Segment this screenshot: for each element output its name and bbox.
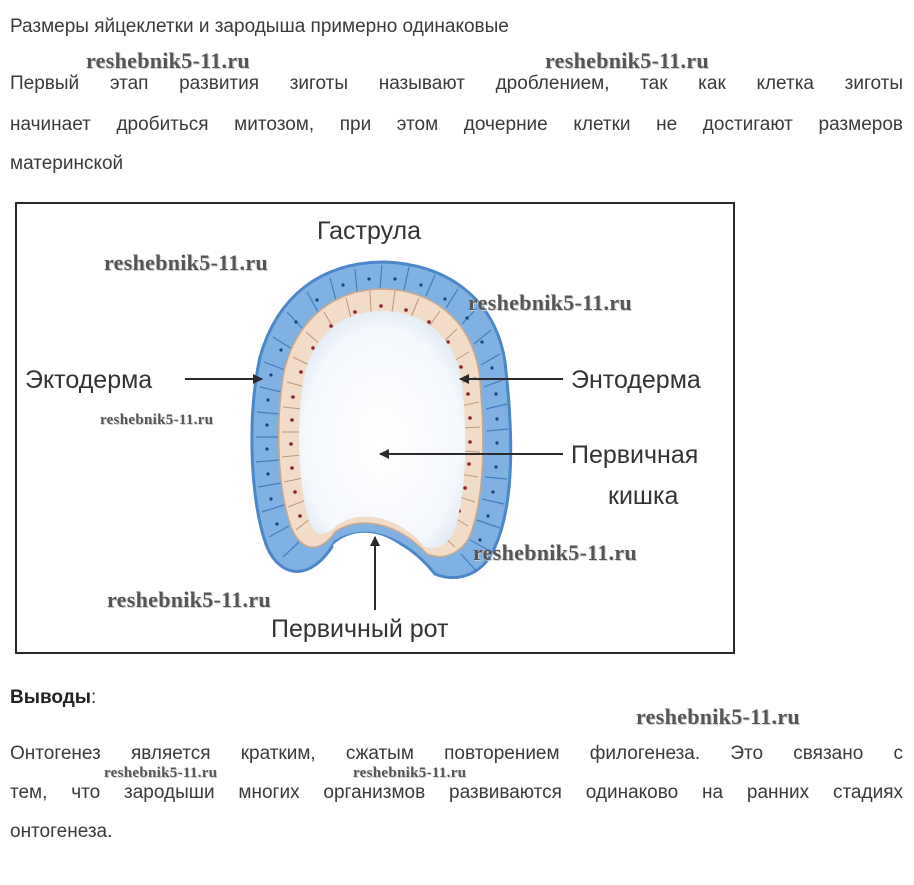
conclusion-line-1: Онтогенез является кратким, сжатым повто… <box>10 743 903 764</box>
ectoderm-cells <box>255 264 509 573</box>
watermark: reshebnik5-11.ru <box>86 48 250 73</box>
watermark: reshebnik5-11.ru <box>104 765 218 781</box>
watermark: reshebnik5-11.ru <box>104 250 268 275</box>
ectoderm-label: Эктодерма <box>25 366 152 394</box>
figure-title: Гаструла <box>317 217 421 245</box>
paragraph-line-2: начинает дробиться митозом, при этом доч… <box>10 114 903 135</box>
conclusion-heading: Выводы <box>10 687 92 708</box>
conclusion-line-3: онтогенеза. <box>10 821 113 842</box>
watermark: reshebnik5-11.ru <box>473 540 637 565</box>
watermark: reshebnik5-11.ru <box>107 587 271 612</box>
conclusion-line-2: тем, что зародыши многих организмов разв… <box>10 782 903 803</box>
watermark: reshebnik5-11.ru <box>545 48 709 73</box>
gastrula-figure: Гаструла Эктодерма Энтодерма Первичная к… <box>15 202 735 654</box>
watermark: reshebnik5-11.ru <box>468 290 632 315</box>
ectoderm-nuclei <box>265 277 499 542</box>
primary-gut-cavity <box>299 311 466 548</box>
endoderm-label: Энтодерма <box>571 366 701 394</box>
watermark: reshebnik5-11.ru <box>353 765 467 781</box>
primary-mouth-label: Первичный рот <box>271 615 449 643</box>
primary-gut-label-line2: кишка <box>608 482 678 510</box>
watermark: reshebnik5-11.ru <box>100 412 214 428</box>
conclusion-heading-colon: : <box>91 687 97 708</box>
conclusion-heading-line: Выводы: <box>10 687 96 709</box>
paragraph-line-1: Первый этап развития зиготы называют дро… <box>10 73 903 94</box>
paragraph-line-3: материнской <box>10 153 124 174</box>
intro-line: Размеры яйцеклетки и зародыша примерно о… <box>10 16 509 37</box>
watermark: reshebnik5-11.ru <box>636 704 800 729</box>
primary-gut-label-line1: Первичная <box>571 441 698 469</box>
